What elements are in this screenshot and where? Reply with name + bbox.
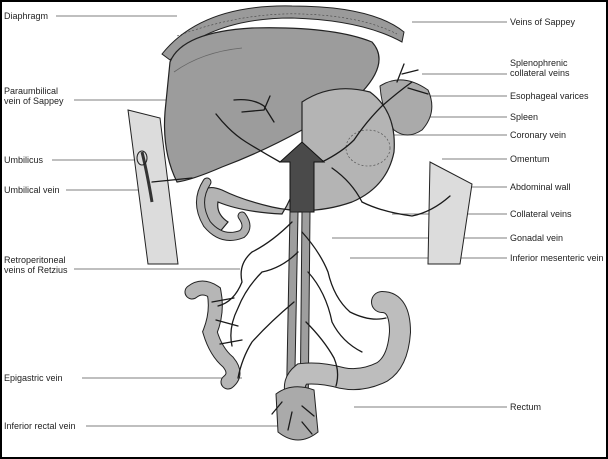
label-esophageal-varices: Esophageal varices — [510, 91, 589, 101]
label-gonadal-vein: Gonadal vein — [510, 233, 563, 243]
label-retroperitoneal-veins: Retroperitoneal veins of Retzius — [4, 255, 76, 275]
label-epigastric-vein: Epigastric vein — [4, 373, 63, 383]
label-diaphragm: Diaphragm — [4, 11, 48, 21]
label-abdominal-wall: Abdominal wall — [510, 182, 571, 192]
label-umbilical-vein: Umbilical vein — [4, 185, 60, 195]
label-spleen: Spleen — [510, 112, 538, 122]
label-veins-of-sappey: Veins of Sappey — [510, 17, 575, 27]
label-inferior-mesenteric-vein: Inferior mesenteric vein — [510, 253, 604, 263]
label-paraumbilical-vein: Paraumbilical vein of Sappey — [4, 86, 74, 106]
label-omentum: Omentum — [510, 154, 550, 164]
label-splenophrenic-veins: Splenophrenic collateral veins — [510, 58, 602, 78]
label-umbilicus: Umbilicus — [4, 155, 43, 165]
label-rectum: Rectum — [510, 402, 541, 412]
label-collateral-veins: Collateral veins — [510, 209, 572, 219]
label-inferior-rectal-vein: Inferior rectal vein — [4, 421, 76, 431]
label-coronary-vein: Coronary vein — [510, 130, 566, 140]
